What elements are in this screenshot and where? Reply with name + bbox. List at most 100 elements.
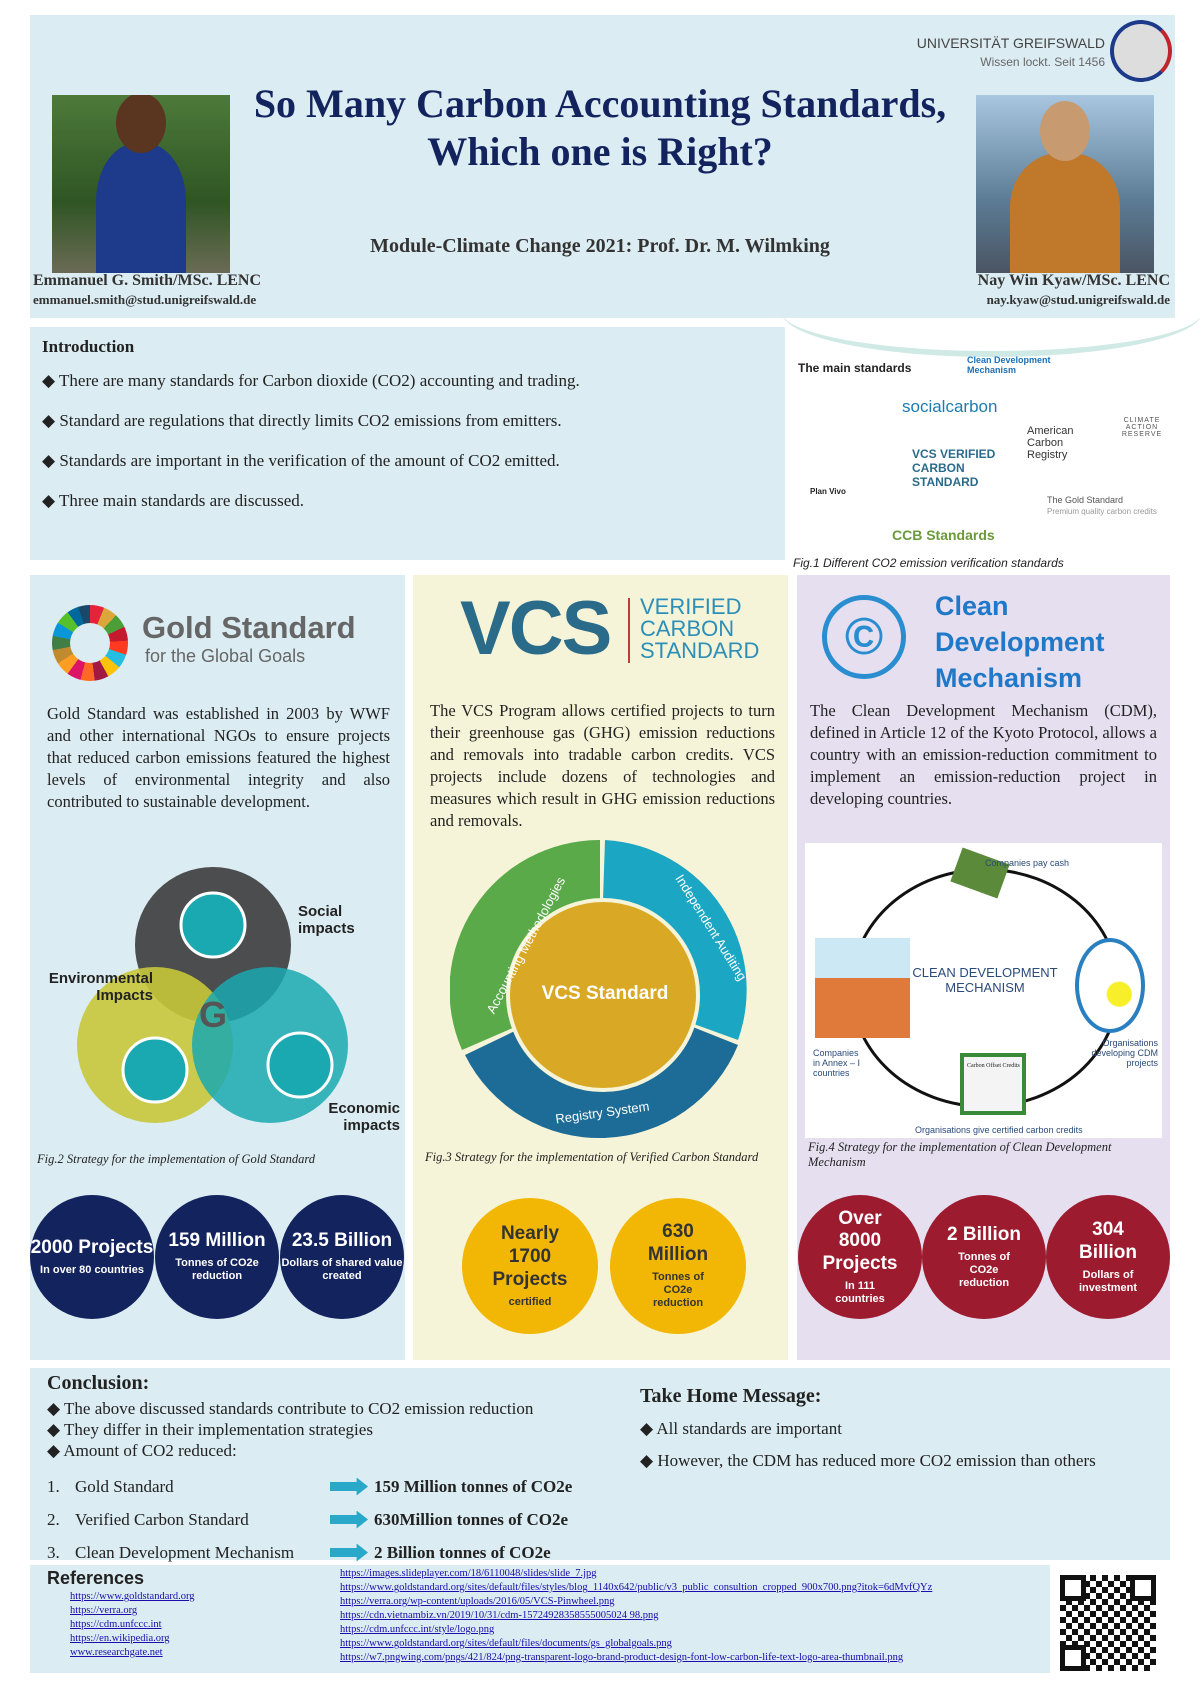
fig4-caption: Fig.4 Strategy for the implementation of… xyxy=(808,1140,1112,1169)
intro-heading: Introduction xyxy=(42,337,135,356)
title-line-2: Which one is Right? xyxy=(427,129,773,174)
qr-code-icon[interactable] xyxy=(1054,1569,1162,1677)
stat-label: certified xyxy=(508,1295,552,1308)
reference-link[interactable]: https://www.goldstandard.org/sites/defau… xyxy=(340,1582,933,1593)
reference-link[interactable]: https://images.slideplayer.com/18/611004… xyxy=(340,1568,597,1579)
cdm-cycle-diagram: CLEAN DEVELOPMENT MECHANISM Companies pa… xyxy=(805,843,1162,1138)
item-number: 1. xyxy=(47,1476,60,1496)
poster-title: So Many Carbon Accounting Standards,Whic… xyxy=(230,80,970,176)
take-home-bullets: All standards are important However, the… xyxy=(640,1418,1096,1492)
cdm-diagram-left: Companies in Annex – I countries xyxy=(813,1048,861,1078)
reference-link[interactable]: https://cdn.vietnambiz.vn/2019/10/31/cdm… xyxy=(340,1610,659,1621)
vcs-logo-small: VCS VERIFIED CARBON STANDARD xyxy=(912,447,996,489)
university-motto: Wissen lockt. Seit 1456 xyxy=(980,55,1105,69)
arrow-icon xyxy=(330,1510,368,1529)
vcs-text: The VCS Program allows certified project… xyxy=(430,701,775,830)
wind-sun-icon xyxy=(1075,938,1145,1033)
intro-bullet: There are many standards for Carbon diox… xyxy=(42,371,773,391)
certificate-title: Carbon Offset Credits xyxy=(967,1063,1020,1069)
factory-icon xyxy=(815,938,910,1038)
reference-link[interactable]: www.researchgate.net xyxy=(70,1647,163,1658)
stat-value: 304 Billion xyxy=(1078,1219,1138,1263)
fig2-caption: Fig.2 Strategy for the implementation of… xyxy=(37,1152,315,1166)
references-left: https://www.goldstandard.org https://ver… xyxy=(70,1590,195,1660)
reference-link[interactable]: https://en.wikipedia.org xyxy=(70,1633,170,1644)
reference-link[interactable]: https://cdm.unfccc.int/style/logo.png xyxy=(340,1624,495,1635)
reference-link[interactable]: https://w7.pngwing.com/pngs/421/824/png-… xyxy=(340,1652,904,1663)
reference-link[interactable]: https://www.goldstandard.org/sites/defau… xyxy=(340,1638,672,1649)
author-left-photo xyxy=(52,95,230,273)
reference-link[interactable]: https://www.goldstandard.org xyxy=(70,1591,195,1602)
stat-circle: Over 8000 Projects In 111 countries xyxy=(798,1195,922,1319)
take-home-heading: Take Home Message: xyxy=(640,1385,822,1407)
svg-text:G: G xyxy=(199,994,227,1035)
vcs-logo: VCS xyxy=(460,586,612,671)
vcs-logo-divider xyxy=(628,598,630,663)
fig1-standards-logos: The main standards Clean Development Mec… xyxy=(782,327,1200,555)
cdm-logo-small: Clean Development Mechanism xyxy=(967,355,1051,375)
module-line: Module-Climate Change 2021: Prof. Dr. M.… xyxy=(370,235,830,257)
gold-venn-diagram: G xyxy=(77,867,348,1123)
references-right: https://images.slideplayer.com/18/611004… xyxy=(340,1567,932,1665)
plan-vivo-logo: Plan Vivo xyxy=(810,487,846,496)
american-carbon-registry-logo: American Carbon Registry xyxy=(1027,425,1074,461)
item-name: Clean Development Mechanism xyxy=(75,1542,295,1562)
stat-label: Tonnes of CO2e reduction xyxy=(175,1257,259,1283)
conclusion-bullet: They differ in their implementation stra… xyxy=(47,1419,533,1440)
item-name: Verified Carbon Standard xyxy=(75,1509,249,1529)
gold-standard-logo-sub: for the Global Goals xyxy=(145,646,306,666)
reference-link[interactable]: https://verra.org xyxy=(70,1605,138,1616)
vcs-logo-text: VERIFIED CARBON STANDARD xyxy=(640,594,760,663)
conclusion-bullet: Amount of CO2 reduced: xyxy=(47,1440,533,1461)
reference-link[interactable]: https://cdm.unfccc.int xyxy=(70,1619,162,1630)
stat-label: Dollars of investment xyxy=(1078,1268,1138,1294)
arrow-icon xyxy=(330,1477,368,1496)
take-home-bullet: All standards are important xyxy=(640,1418,1096,1440)
stat-label: In over 80 countries xyxy=(40,1263,144,1276)
gold-standard-logo-small: The Gold Standard xyxy=(1047,495,1124,505)
stat-value: Nearly 1700 Projects xyxy=(492,1223,568,1290)
socialcarbon-logo: socialcarbon xyxy=(902,397,998,416)
gold-standard-tagline: Premium quality carbon credits xyxy=(1047,507,1157,516)
fig1-heading: The main standards xyxy=(798,361,912,375)
author-left-name: Emmanuel G. Smith/MSc. LENC xyxy=(33,272,262,289)
cdm-text: The Clean Development Mechanism (CDM), d… xyxy=(810,701,1157,808)
stat-value: 159 Million xyxy=(168,1230,266,1252)
stat-value: 2 Billion xyxy=(947,1223,1021,1245)
un-cdm-logo-icon: © xyxy=(822,595,906,679)
item-number: 3. xyxy=(47,1542,60,1562)
reference-link[interactable]: https://verra.org/wp-content/uploads/201… xyxy=(340,1596,615,1607)
certificate-icon xyxy=(960,1053,1026,1115)
economic-impacts-label: Economic impacts xyxy=(328,1100,400,1134)
stat-label: In 111 countries xyxy=(835,1280,885,1306)
fig1-caption: Fig.1 Different CO2 emission verificatio… xyxy=(793,556,1064,570)
stat-circle: Nearly 1700 Projects certified xyxy=(462,1198,598,1334)
stat-value: 23.5 Billion xyxy=(291,1230,393,1252)
university-seal-icon xyxy=(1110,20,1172,82)
conclusion-heading: Conclusion: xyxy=(47,1372,150,1394)
references-panel xyxy=(30,1565,1050,1673)
stat-label: Tonnes of CO2e reduction xyxy=(652,1271,704,1310)
stat-label: Tonnes of CO2e reduction xyxy=(958,1250,1010,1289)
title-line-1: So Many Carbon Accounting Standards, xyxy=(253,81,947,126)
global-goals-wheel-icon xyxy=(52,605,128,681)
ccb-standards-logo: CCB Standards xyxy=(892,527,995,543)
cdm-diagram-right: Organisations developing CDM projects xyxy=(1091,1038,1158,1068)
references-heading: References xyxy=(47,1568,145,1588)
conclusion-bullet: The above discussed standards contribute… xyxy=(47,1398,533,1419)
cdm-diagram-top: Companies pay cash xyxy=(985,858,1070,868)
stat-value: Over 8000 Projects xyxy=(822,1207,898,1275)
stat-value: 630 Million xyxy=(647,1221,709,1266)
item-name: Gold Standard xyxy=(75,1476,174,1496)
item-value: 630Million tonnes of CO2e xyxy=(374,1509,569,1529)
cdm-diagram-center: CLEAN DEVELOPMENT MECHANISM xyxy=(912,965,1058,995)
